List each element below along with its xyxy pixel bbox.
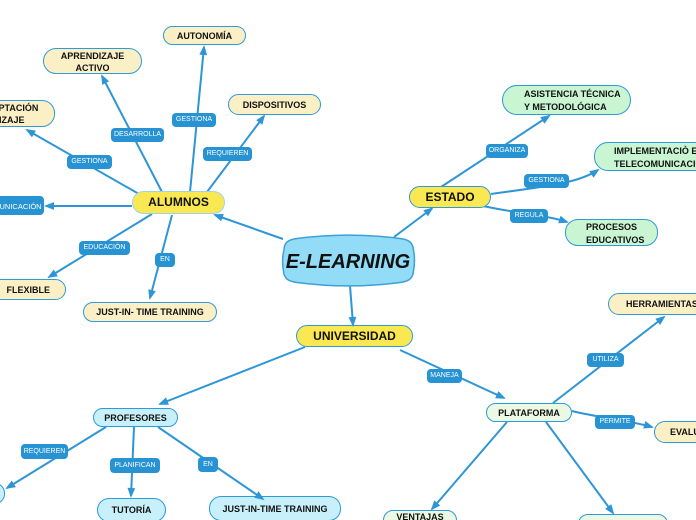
svg-text:E-LEARNING: E-LEARNING	[286, 251, 410, 273]
